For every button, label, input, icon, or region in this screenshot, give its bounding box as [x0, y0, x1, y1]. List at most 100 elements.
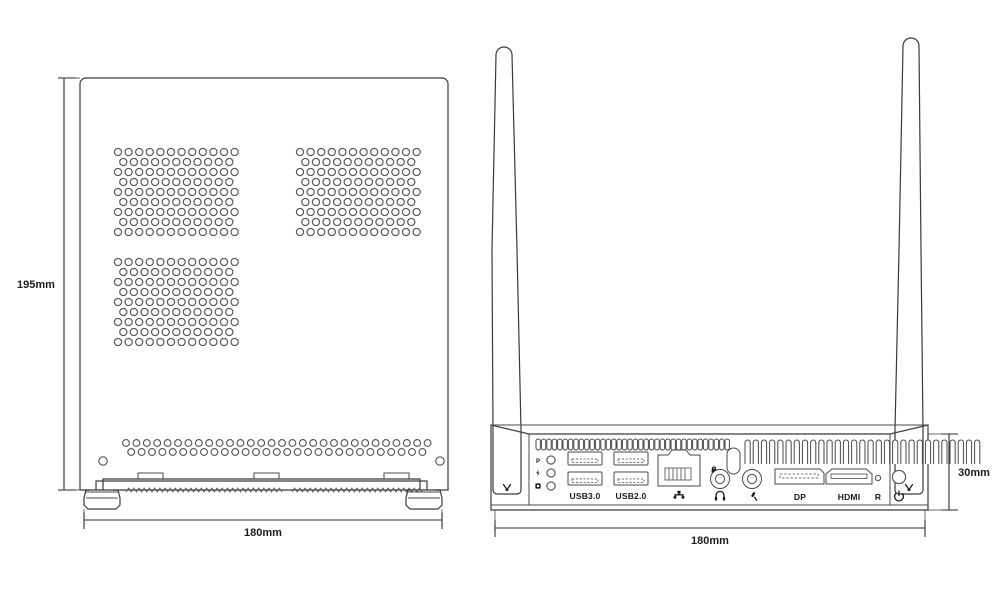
vent-hole: [225, 327, 234, 337]
vent-hole: [219, 277, 229, 287]
vent-slot: [670, 438, 676, 451]
vent-hole: [156, 207, 165, 217]
vent-hole: [401, 227, 411, 237]
usb2-port-lower[interactable]: [613, 471, 649, 486]
vent-hole: [364, 177, 374, 187]
vent-hole: [385, 157, 395, 167]
microphone-jack[interactable]: [742, 469, 762, 489]
wifi-icon-right: [904, 483, 914, 492]
vent-hole: [267, 439, 276, 447]
vent-slot: [551, 438, 558, 451]
vent-hole: [113, 187, 123, 197]
vent-fin: [949, 439, 956, 464]
vent-hole: [156, 257, 165, 267]
vent-hole: [230, 167, 239, 177]
vent-hole: [140, 327, 149, 337]
vent-slot: [627, 438, 633, 451]
vent-hole: [166, 277, 176, 287]
vent-hole: [317, 207, 326, 217]
vent-hole: [327, 187, 336, 197]
vent-hole: [166, 257, 176, 267]
vent-hole: [385, 177, 395, 187]
vent-hole: [219, 187, 229, 197]
usb2-port-upper[interactable]: [613, 451, 649, 466]
vent-hole: [135, 277, 144, 287]
dimension-height-30mm: 30mm: [928, 433, 995, 511]
vent-slot: [681, 438, 687, 451]
vent-hole: [407, 177, 416, 187]
tab-left: [137, 472, 164, 479]
power-button[interactable]: [891, 469, 907, 485]
vent-hole: [135, 187, 144, 197]
reset-pinhole[interactable]: [874, 474, 882, 482]
vent-hole: [209, 167, 218, 177]
vent-hole: [214, 267, 223, 277]
vent-hole: [198, 227, 207, 237]
vent-hole: [396, 157, 405, 167]
vent-hole: [177, 187, 186, 197]
displayport[interactable]: [774, 468, 825, 485]
vent-hole: [391, 167, 400, 177]
rear-view-body-outline: [490, 424, 929, 511]
vent-hole: [317, 147, 326, 157]
vent-hole: [150, 197, 160, 207]
dimension-height-195mm: 195mm: [14, 77, 80, 491]
vent-hole: [295, 167, 305, 177]
vent-slot: [654, 438, 660, 451]
vent-fin: [965, 439, 973, 464]
vent-hole: [177, 277, 186, 287]
vent-hole: [370, 207, 379, 217]
vent-hole: [161, 307, 170, 317]
vent-hole: [288, 439, 297, 447]
usb3-port-upper[interactable]: [567, 451, 603, 466]
vent-hole: [319, 439, 328, 447]
vent-hole: [210, 448, 219, 456]
vent-hole: [145, 317, 154, 327]
hdmi-port[interactable]: [824, 468, 873, 485]
vent-hole: [135, 167, 144, 177]
vent-hole: [172, 307, 181, 317]
vent-fin: [908, 439, 915, 464]
vent-fin: [957, 439, 964, 464]
vent-hole: [241, 448, 250, 456]
vent-hole: [172, 327, 181, 337]
vent-hole: [214, 287, 223, 297]
vent-hole: [148, 448, 156, 456]
vent-fin: [974, 439, 981, 464]
vent-hole: [230, 227, 239, 237]
vent-hole: [200, 448, 208, 456]
vent-slots-left: [535, 438, 730, 451]
vent-hole: [375, 177, 384, 187]
vent-hole: [359, 167, 368, 177]
vent-hole: [407, 217, 416, 227]
usb3-port-lower[interactable]: [567, 471, 603, 486]
vent-hole: [230, 207, 239, 217]
vent-hole: [188, 277, 197, 287]
vent-hole: [119, 197, 128, 207]
vent-slot: [600, 438, 606, 451]
microphone-icon: [751, 492, 758, 501]
vent-hole: [166, 147, 176, 157]
lan-port[interactable]: [657, 449, 701, 487]
vent-hole: [391, 207, 400, 217]
vent-hole: [166, 317, 176, 327]
vent-hole: [113, 297, 123, 307]
vent-slot: [692, 438, 698, 451]
vent-hole: [172, 177, 181, 187]
vent-hole: [209, 187, 218, 197]
vent-hole: [203, 197, 213, 207]
vent-hole: [364, 217, 374, 227]
vent-hole: [364, 157, 374, 167]
vent-fin: [924, 439, 932, 464]
vent-hole: [193, 157, 202, 167]
vent-hole: [348, 187, 358, 197]
vent-hole: [119, 217, 128, 227]
headphone-jack[interactable]: [710, 469, 730, 489]
vent-hole: [140, 287, 149, 297]
vent-hole: [193, 197, 202, 207]
vent-hole: [140, 217, 149, 227]
vent-fin: [826, 439, 833, 464]
vent-hole: [188, 227, 197, 237]
vent-hole: [306, 227, 315, 237]
vent-hole: [370, 187, 379, 197]
